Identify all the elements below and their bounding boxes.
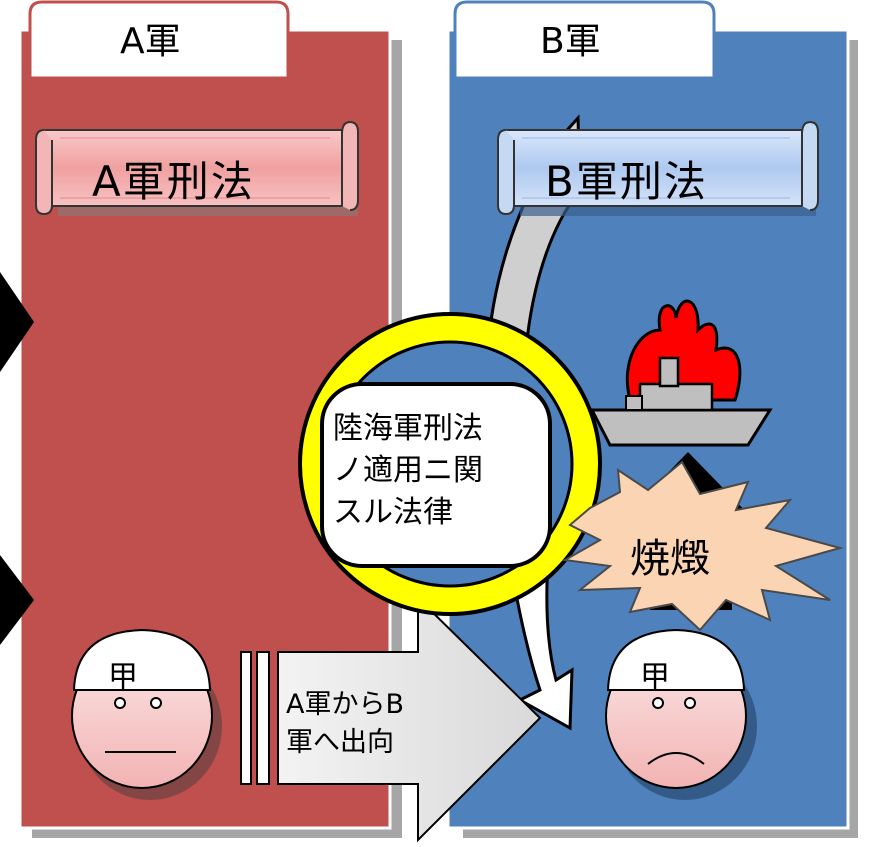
- central-law-line: 陸海軍刑法: [333, 411, 483, 446]
- burning-ship-icon: [589, 299, 773, 447]
- explosion-burst: [561, 460, 844, 632]
- person-army-a: [71, 628, 222, 800]
- person-b-helmet-label: 甲: [640, 660, 670, 695]
- left-arrow-bottom: [0, 555, 34, 645]
- transfer-arrow: [240, 595, 542, 843]
- transfer-line: 軍へ出向: [286, 727, 394, 758]
- central-law-line: ノ適用ニ関: [333, 453, 483, 488]
- army-a-tab: [28, 0, 290, 80]
- person-army-b: [605, 628, 757, 800]
- scroll-army-a-law: [35, 120, 359, 216]
- white-arrow-down: [508, 558, 574, 731]
- person-a-helmet-label: 甲: [108, 660, 138, 695]
- transfer-label: A軍からB 軍へ出向: [286, 686, 446, 762]
- burn-label: 焼燬: [630, 536, 710, 582]
- army-b-title: B軍: [540, 21, 601, 62]
- army-a-law-title: A軍刑法: [92, 157, 255, 206]
- law-ring: [298, 312, 602, 616]
- transfer-line: A軍からB: [286, 689, 404, 720]
- scroll-army-b-law: [497, 120, 819, 216]
- central-law-line: スル法律: [333, 495, 453, 530]
- army-b-law-title: B軍刑法: [545, 157, 708, 206]
- left-arrow-top: [0, 272, 34, 372]
- army-b-tab: [453, 0, 716, 80]
- army-a-title: A軍: [120, 21, 181, 62]
- central-law-text: 陸海軍刑法 ノ適用ニ関 スル法律: [333, 408, 533, 534]
